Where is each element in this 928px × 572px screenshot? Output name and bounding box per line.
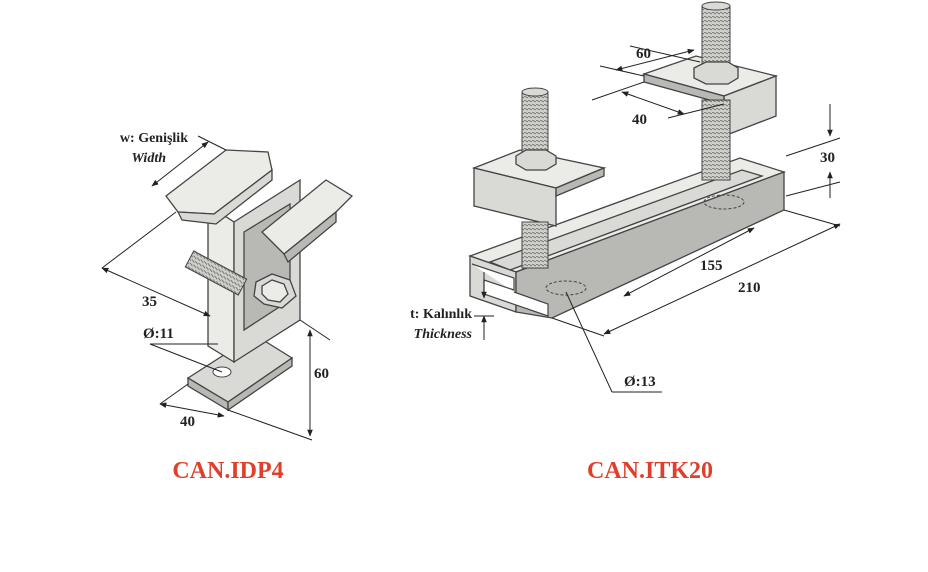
itk20-hole-value: Ø:13: [624, 374, 656, 390]
idp4-product-code: CAN.IDP4: [172, 458, 283, 484]
itk20-height-value: 30: [820, 150, 835, 166]
itk20-thickness-label: t: Kalınlık: [410, 307, 472, 322]
idp4-width-label: w: Genişlik: [120, 131, 188, 146]
idp4-depth-value: 35: [142, 294, 157, 310]
idp4-width-label-en: Width: [132, 151, 167, 166]
itk20-plate-b-value: 40: [632, 112, 647, 128]
itk20-labels: 60 40 30 155 210 t: Kalınlık Thickness Ø…: [410, 46, 835, 484]
itk20-product-code: CAN.ITK20: [587, 458, 713, 484]
itk20-plate-a-value: 60: [636, 46, 651, 62]
idp4-height-value: 60: [314, 366, 329, 382]
idp4-hole-value: Ø:11: [143, 326, 174, 342]
itk20-total-length-value: 210: [738, 280, 761, 296]
idp4-labels: w: Genişlik Width 35 Ø:11 40 60 CAN.IDP4: [120, 131, 329, 484]
idp4-dimension-lines: [101, 135, 331, 441]
idp4-base-value: 40: [180, 414, 195, 430]
itk20-thickness-label-en: Thickness: [414, 327, 473, 342]
itk20-dimension-lines: [474, 45, 841, 393]
itk20-inner-length-value: 155: [700, 258, 723, 274]
itk20-clamp-drawing: [468, 1, 786, 319]
